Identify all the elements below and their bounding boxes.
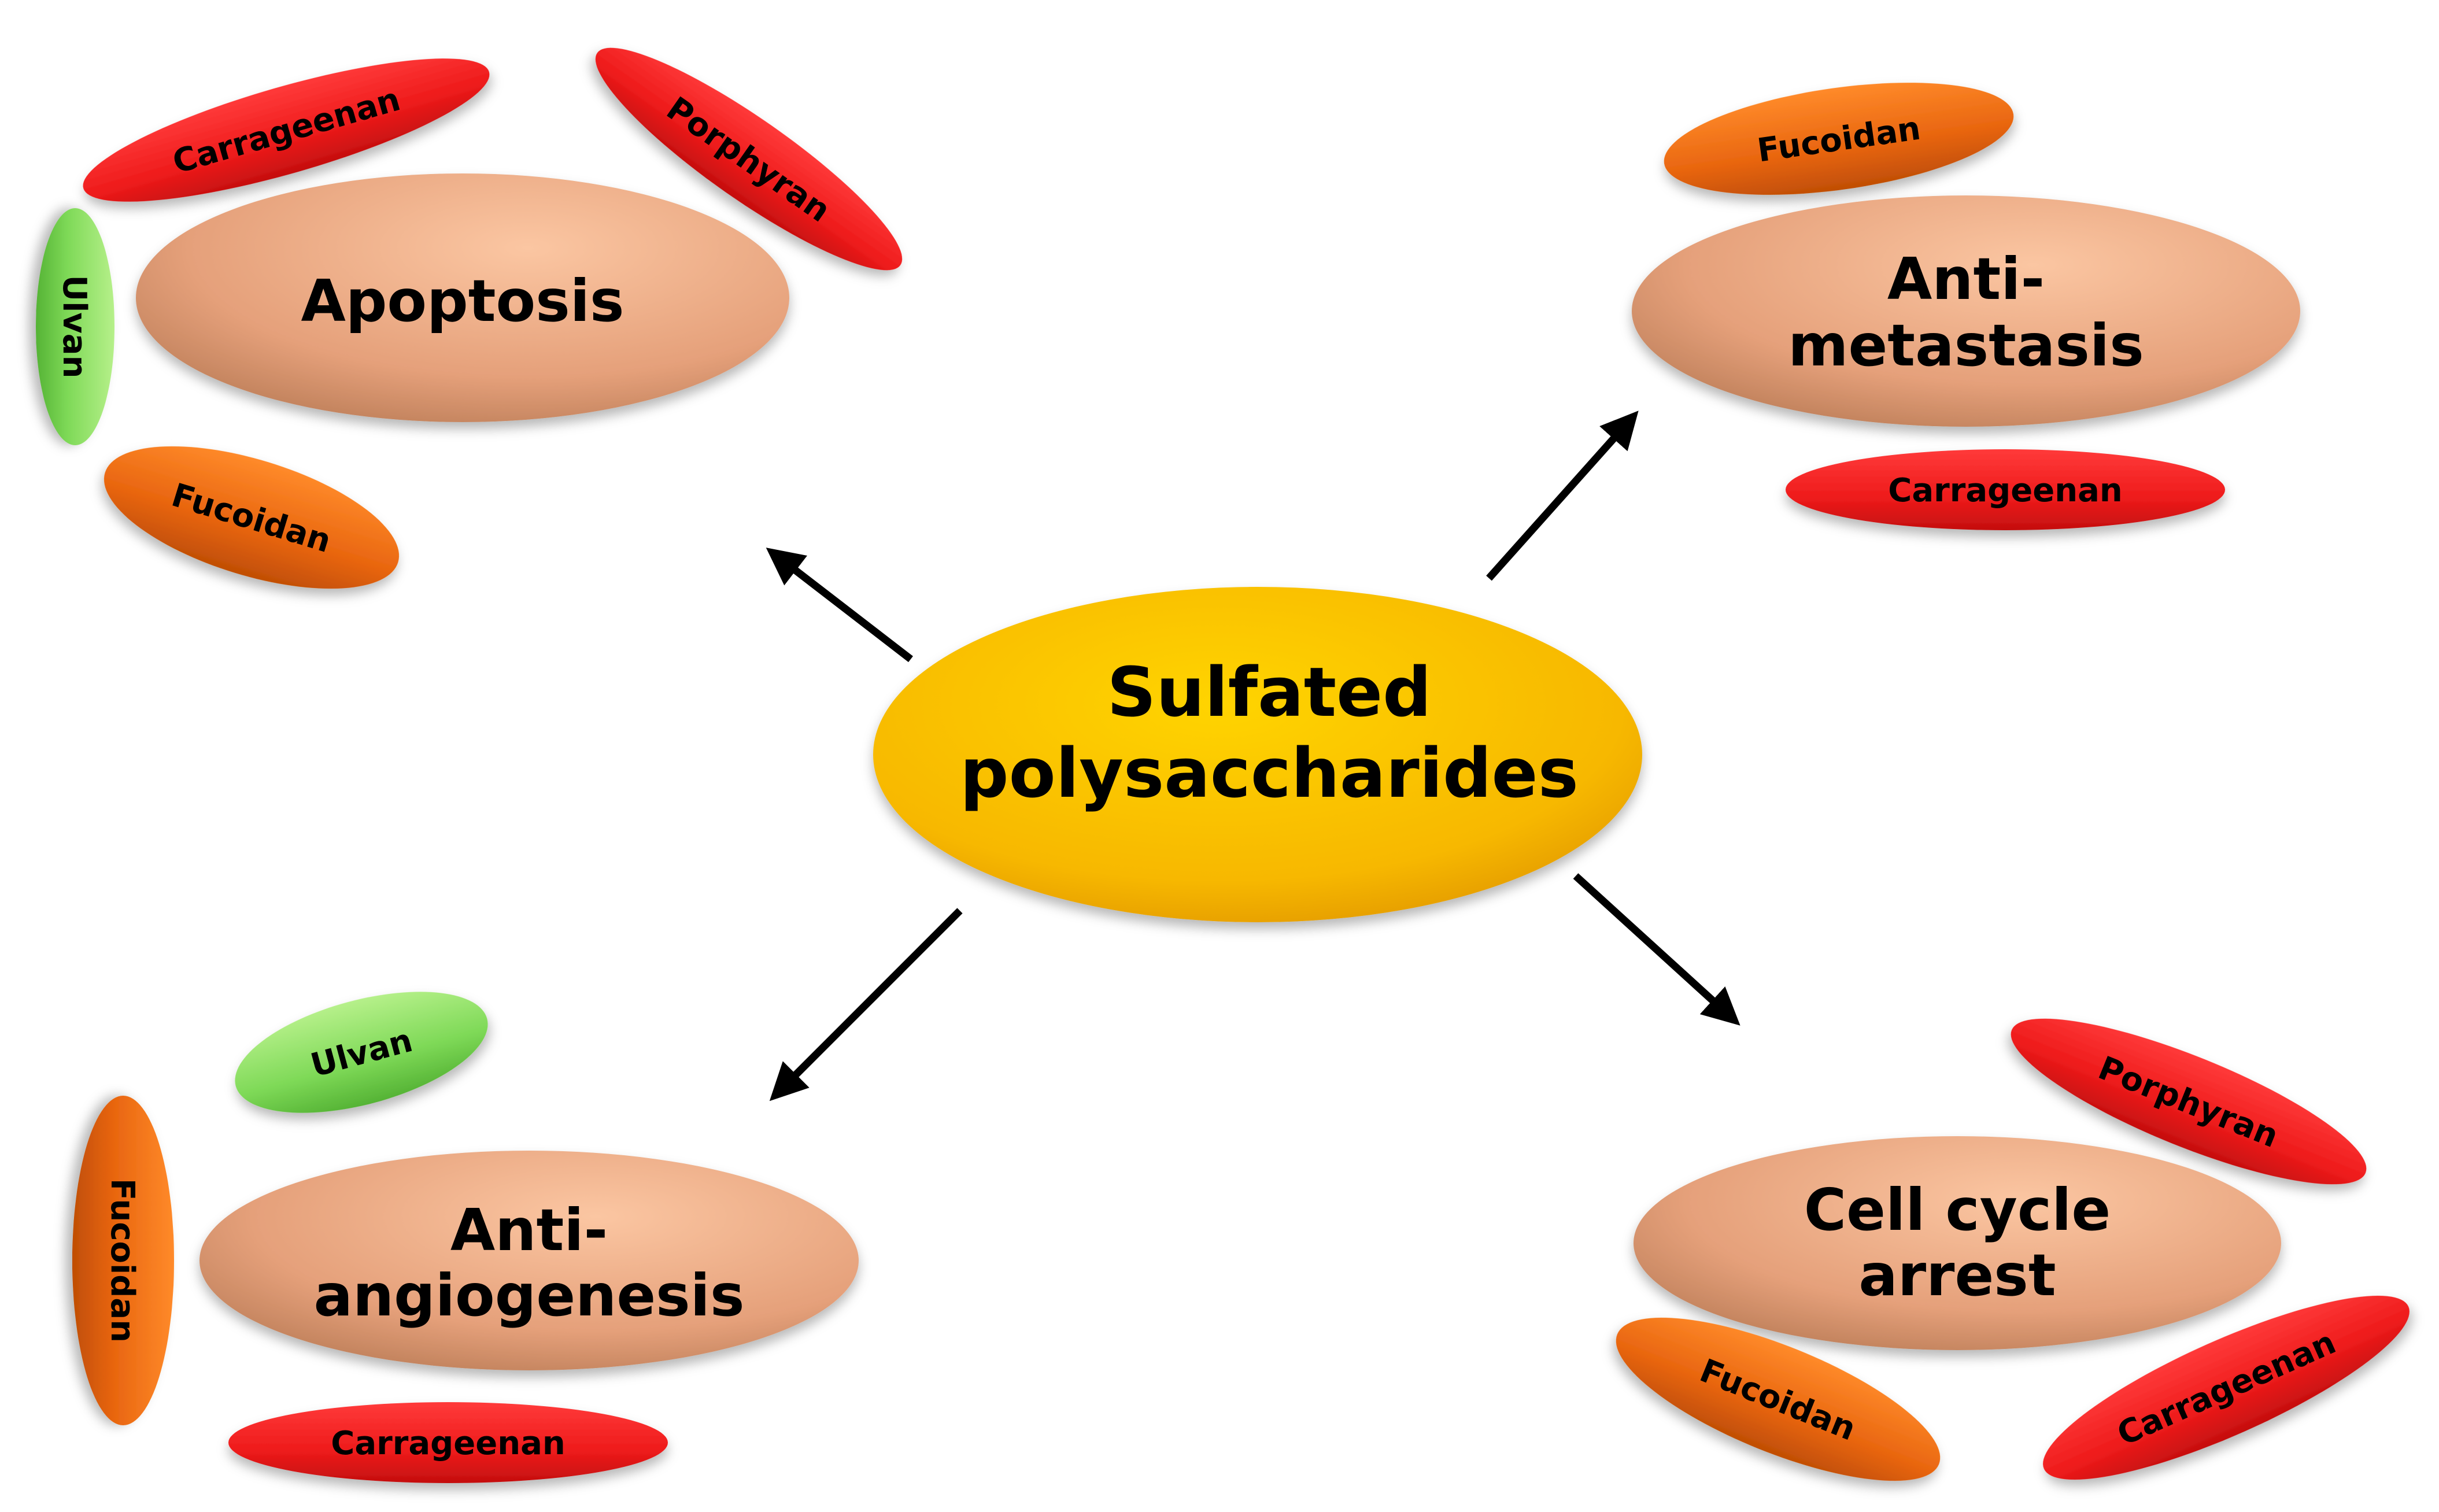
compound-fucoidan-metastasis: Fucoidan xyxy=(1664,83,2014,195)
arrow-to-anti-metastasis xyxy=(1486,411,1639,581)
center-title-line2: polysaccharides xyxy=(960,733,1579,813)
effect-label-line1: Anti- xyxy=(450,1196,608,1264)
center-node: Sulfated polysaccharides xyxy=(873,587,1642,922)
effect-anti-angiogenesis: Anti- angiogenesis xyxy=(199,1151,859,1370)
apoptosis-cluster: Carrageenan Porphyran Ulvan Fucoidan Apo… xyxy=(36,47,903,589)
compound-carrageenan-angiogenesis: Carrageenan xyxy=(228,1402,668,1483)
arrow-to-apoptosis xyxy=(766,548,913,663)
compound-fucoidan-angiogenesis: Fucoidan xyxy=(72,1096,174,1425)
anti-angiogenesis-cluster: Ulvan Fucoidan Anti- angiogenesis Carrag… xyxy=(72,992,859,1483)
compound-label: Fucoidan xyxy=(104,1178,141,1343)
anti-metastasis-cluster: Fucoidan Anti- metastasis Carrageenan xyxy=(1632,83,2300,530)
compound-label: Carrageenan xyxy=(1888,472,2122,509)
effect-anti-metastasis: Anti- metastasis xyxy=(1632,195,2300,427)
center-title-line1: Sulfated xyxy=(1107,652,1431,732)
effect-label-line2: metastasis xyxy=(1788,312,2144,379)
compound-ulvan-apoptosis: Ulvan xyxy=(36,208,114,445)
cell-cycle-arrest-cluster: Porphyran Cell cycle arrest Fucoidan Car… xyxy=(1616,1018,2410,1481)
effect-label: Apoptosis xyxy=(301,267,624,335)
compound-fucoidan-apoptosis: Fucoidan xyxy=(104,446,400,589)
compound-fucoidan-cellcycle: Fucoidan xyxy=(1616,1317,1941,1481)
effect-label-line1: Anti- xyxy=(1887,245,2045,313)
arrow-to-cell-cycle-arrest xyxy=(1573,873,1740,1026)
compound-carrageenan-metastasis: Carrageenan xyxy=(1786,449,2225,530)
effect-label-line1: Cell cycle xyxy=(1804,1176,2111,1244)
effect-apoptosis: Apoptosis xyxy=(136,173,789,422)
effect-cell-cycle-arrest: Cell cycle arrest xyxy=(1634,1136,2281,1350)
effect-label-line2: angiogenesis xyxy=(314,1262,745,1329)
arrow-to-anti-angiogenesis xyxy=(769,908,963,1101)
effect-label-line2: arrest xyxy=(1858,1241,2056,1309)
compound-ulvan-angiogenesis: Ulvan xyxy=(235,992,488,1113)
arrows xyxy=(766,411,1740,1101)
compound-label: Ulvan xyxy=(56,275,93,379)
compound-label: Carrageenan xyxy=(331,1425,565,1462)
